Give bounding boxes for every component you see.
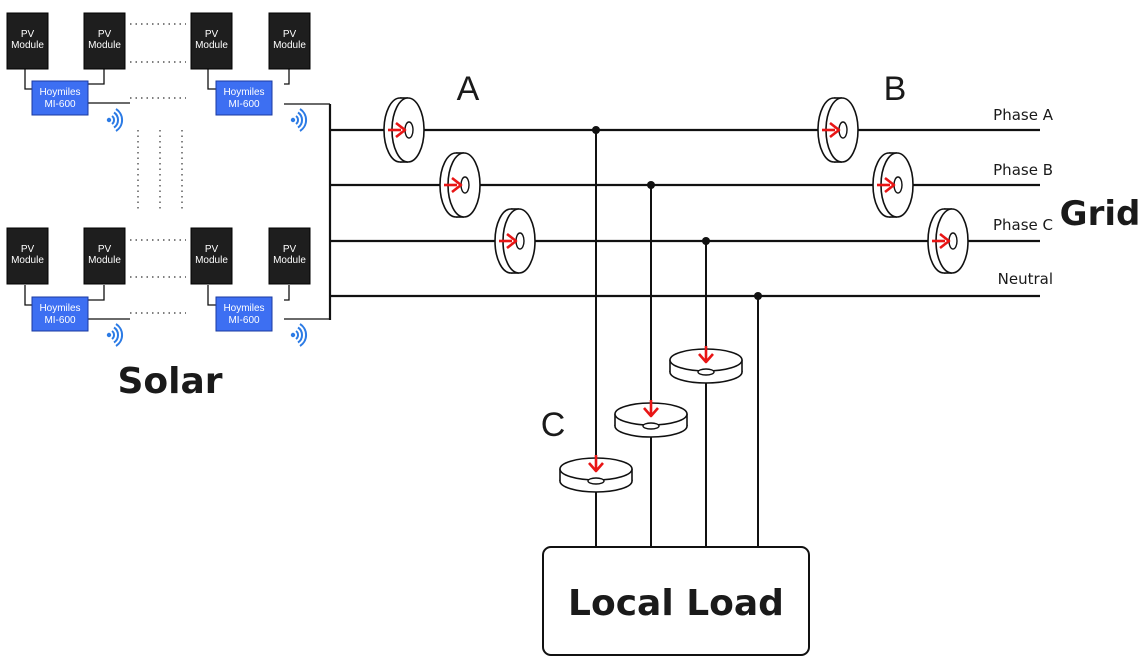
current-transformer bbox=[669, 346, 743, 384]
grid-label: Grid bbox=[1060, 194, 1141, 234]
pv-module-label: PV bbox=[283, 29, 297, 40]
current-transformers-load bbox=[559, 346, 743, 493]
current-transformer bbox=[927, 208, 969, 274]
load-label: Local Load bbox=[568, 583, 784, 624]
current-transformer bbox=[439, 152, 481, 218]
phase-b-label: Phase B bbox=[993, 161, 1053, 179]
current-transformer bbox=[559, 455, 633, 493]
ct-group-a-label: A bbox=[457, 70, 480, 108]
current-transformer bbox=[383, 97, 425, 163]
inverters: HoymilesMI-600HoymilesMI-600HoymilesMI-6… bbox=[31, 80, 273, 332]
pv-module-label: PV bbox=[98, 244, 112, 255]
pv-module-label: Module bbox=[88, 40, 121, 51]
inverter-label: MI-600 bbox=[228, 99, 260, 110]
neutral-label: Neutral bbox=[998, 270, 1053, 288]
current-transformer bbox=[494, 208, 536, 274]
array-continuation-dots bbox=[130, 23, 186, 314]
wifi-signal-icon bbox=[289, 323, 308, 347]
inverter-label: MI-600 bbox=[44, 315, 76, 326]
pv-modules: PVModulePVModulePVModulePVModulePVModule… bbox=[6, 12, 311, 285]
pv-module-label: Module bbox=[273, 40, 306, 51]
current-transformer bbox=[872, 152, 914, 218]
pv-module-label: PV bbox=[205, 29, 219, 40]
inverter-label: MI-600 bbox=[44, 99, 76, 110]
solar-wiring bbox=[24, 69, 330, 320]
pv-module-label: Module bbox=[195, 255, 228, 266]
pv-module-label: Module bbox=[11, 255, 44, 266]
wifi-signal-icon bbox=[105, 108, 124, 132]
phase-conductors bbox=[330, 128, 1040, 298]
solar-label: Solar bbox=[117, 361, 222, 402]
pv-module-label: PV bbox=[21, 244, 35, 255]
inverter-label: Hoymiles bbox=[39, 303, 80, 314]
local-load-box bbox=[542, 546, 810, 656]
inverter-label: Hoymiles bbox=[223, 87, 264, 98]
inverter-label: MI-600 bbox=[228, 315, 260, 326]
junction-dots bbox=[592, 126, 762, 300]
pv-module-label: PV bbox=[283, 244, 297, 255]
pv-module-label: PV bbox=[205, 244, 219, 255]
inverter-label: Hoymiles bbox=[223, 303, 264, 314]
pv-module-label: Module bbox=[11, 40, 44, 51]
pv-module-label: Module bbox=[88, 255, 121, 266]
wifi-signal-icon bbox=[105, 323, 124, 347]
current-transformer bbox=[614, 400, 688, 438]
pv-module-label: Module bbox=[273, 255, 306, 266]
pv-module-label: PV bbox=[98, 29, 112, 40]
pv-module-label: Module bbox=[195, 40, 228, 51]
phase-a-label: Phase A bbox=[993, 106, 1054, 124]
phase-c-label: Phase C bbox=[993, 216, 1053, 234]
inverter-label: Hoymiles bbox=[39, 87, 80, 98]
ct-group-c-label: C bbox=[541, 406, 566, 444]
ct-group-b-label: B bbox=[884, 70, 907, 108]
current-transformer bbox=[817, 97, 859, 163]
current-transformers-inline bbox=[383, 97, 969, 274]
wifi-signal-icon bbox=[289, 108, 308, 132]
pv-module-label: PV bbox=[21, 29, 35, 40]
